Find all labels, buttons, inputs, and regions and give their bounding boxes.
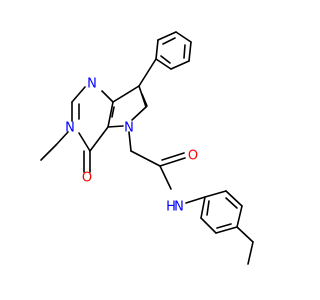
bond-aryl-4: [215, 226, 238, 234]
bond-phenyl-inner-1: [162, 37, 176, 45]
bond-ethyl-2: [40, 144, 57, 161]
bond-pyrrole-inner-1: [141, 93, 148, 107]
bond-aryl-inner-2: [216, 223, 232, 229]
bond-pyrrole-4: [107, 101, 114, 128]
bond-amide-aryl: [185, 196, 206, 204]
molecule-canvas: N N O N O N H: [40, 31, 254, 265]
bond-phenyl-inner-2: [183, 44, 186, 59]
bond-aryl-6: [200, 196, 206, 219]
bond-pyrimidine-4: [78, 132, 91, 152]
atom-h-amide: H: [166, 200, 176, 215]
atom-n-pyrimidine-ethyl: N: [65, 121, 75, 136]
structure-diagram: N N O N O N H: [40, 31, 254, 265]
bond-pyrrole-5: [112, 85, 140, 103]
bond-amide-o-2: [161, 152, 185, 161]
bond-phenyl-inner-3: [160, 55, 171, 64]
bond-aryl-inner-1: [225, 197, 238, 209]
bond-phenyl-4: [170, 60, 190, 70]
bond-amide-o-1: [159, 157, 186, 167]
bond-ch2-1: [128, 131, 132, 152]
atom-labels: N N O N O N H: [65, 77, 198, 215]
bond-phenyl-6: [155, 39, 159, 60]
bond-pyrimidine-1: [101, 90, 114, 103]
bond-pyrrole-3: [107, 125, 124, 128]
bonds: [40, 31, 254, 265]
atom-o-ring-carbonyl: O: [82, 171, 92, 186]
bond-pyrimidine-5: [89, 126, 109, 152]
bond-aryl-inner-3: [206, 200, 210, 216]
bond-phenyl-2: [175, 31, 192, 43]
bond-aryl-ethyl-1: [236, 226, 254, 243]
bond-phenyl-3: [188, 41, 192, 62]
bond-pyrrole-2: [131, 106, 147, 121]
atom-o-amide: O: [188, 149, 198, 164]
bond-pyrimidine-2: [71, 86, 86, 103]
bond-phenyl-1: [157, 31, 177, 41]
bond-phenyl-pyrrole: [138, 58, 157, 87]
atom-n-pyrrole: N: [124, 121, 134, 136]
bond-ethyl-1: [55, 131, 69, 146]
bond-aryl-5: [200, 217, 217, 234]
bond-phenyl-5: [155, 58, 172, 70]
atom-n-pyrimidine-top: N: [87, 77, 97, 92]
bond-amide-n: [159, 165, 172, 190]
atom-n-amide: N: [174, 200, 184, 215]
bond-aryl-1: [204, 190, 227, 198]
bond-aryl-2: [225, 190, 243, 207]
bond-aryl-3: [236, 205, 243, 228]
bond-amide-c: [130, 150, 161, 167]
bond-aryl-ethyl-2: [247, 241, 254, 265]
bond-pyrrole-inner-2: [111, 106, 115, 118]
